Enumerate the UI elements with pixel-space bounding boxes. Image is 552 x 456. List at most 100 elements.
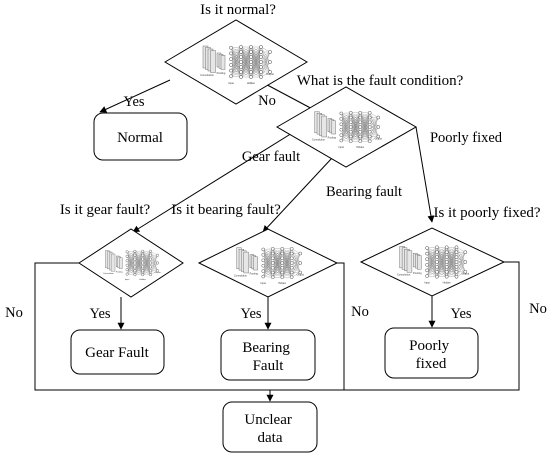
nn-connection	[260, 51, 271, 73]
nn-connection	[341, 112, 351, 119]
nn-connection	[263, 260, 273, 268]
nn-node	[239, 60, 243, 64]
nn-connection	[126, 251, 136, 266]
box-unclear-data-line-1: Unclear	[244, 412, 291, 428]
nn-connection	[142, 266, 151, 275]
label-gear-fault: Gear fault	[242, 149, 300, 165]
nn-node	[348, 139, 353, 144]
nn-node	[133, 253, 137, 257]
nn-connection	[150, 262, 158, 275]
nn-connection	[150, 255, 158, 271]
nn-connection	[446, 247, 457, 253]
nn-node	[149, 273, 152, 277]
nn-connection	[126, 256, 136, 271]
nn-connection	[230, 64, 242, 73]
nn-node	[444, 260, 449, 264]
nn-node	[259, 45, 263, 49]
nn-connection	[142, 251, 151, 256]
nn-connection	[341, 118, 351, 132]
nn-connection	[282, 248, 292, 268]
nn-connection	[282, 262, 292, 278]
nn-node	[280, 261, 285, 265]
nn-connection	[436, 266, 447, 277]
label-poorly-fixed: Poorly fixed	[430, 130, 503, 146]
nn-node	[454, 250, 459, 255]
label-no-middle: No	[351, 304, 369, 320]
nn-node	[261, 253, 266, 257]
nn-connection	[456, 252, 466, 272]
nn-node	[339, 127, 344, 132]
nn-connection	[272, 272, 283, 278]
nn-connection	[369, 117, 379, 132]
nn-connection	[272, 248, 283, 273]
nn-connection	[456, 261, 466, 277]
nn-node	[125, 268, 129, 272]
nn-node	[367, 134, 372, 139]
nn-node	[376, 134, 381, 139]
nn-connection	[134, 251, 143, 264]
nn-connection	[272, 248, 283, 268]
nn-connection	[142, 255, 151, 275]
nn-connection	[127, 260, 135, 268]
nn-node	[268, 70, 272, 74]
diamond-poorly-fixed	[359, 227, 506, 297]
nn-connection	[240, 56, 252, 78]
nn-connection	[250, 46, 262, 58]
nn-connection	[230, 56, 242, 77]
nn-node	[298, 270, 303, 275]
cnn-caption: Pooling	[116, 271, 123, 273]
nn-connection	[134, 259, 143, 275]
nn-connection	[456, 261, 466, 272]
cnn-caption: Pooling	[250, 272, 259, 275]
cnn-caption: Input	[228, 81, 234, 85]
nn-node	[249, 45, 253, 49]
nn-connection	[126, 259, 136, 275]
nn-connection	[230, 46, 242, 71]
nn-connection	[427, 247, 437, 254]
nn-connection	[446, 257, 457, 277]
nn-connection	[150, 255, 158, 267]
nn-connection	[230, 59, 242, 68]
nn-connection	[426, 247, 438, 272]
box-unclear-data-line-2: data	[258, 430, 283, 446]
nn-node	[435, 260, 439, 264]
nn-node	[358, 125, 363, 129]
nn-connection	[272, 267, 283, 278]
nn-connection	[291, 253, 301, 268]
nn-node	[249, 50, 253, 54]
nn-node	[125, 272, 129, 276]
cnn-caption: Hidden	[443, 282, 452, 285]
diamond-fault-condition	[276, 86, 418, 168]
nn-connection	[341, 124, 351, 137]
nn-connection	[263, 249, 273, 264]
nn-node	[358, 139, 363, 144]
nn-connection	[436, 247, 447, 263]
cnn-caption: Convolution	[103, 272, 114, 275]
pool-layer	[253, 256, 258, 271]
nn-connection	[263, 254, 273, 273]
nn-node	[289, 256, 294, 261]
nn-node	[261, 269, 266, 273]
nn-node	[149, 269, 152, 273]
pool-layer	[331, 120, 336, 135]
box-poorly-fixed-line-1: Poorly	[409, 338, 450, 354]
nn-connection	[250, 46, 262, 68]
nn-node	[268, 60, 272, 64]
nn-node	[348, 129, 353, 134]
nn-connection	[446, 247, 457, 258]
nn-connection	[263, 248, 273, 255]
nn-connection	[426, 261, 438, 277]
nn-node	[339, 111, 344, 116]
nn-connection	[240, 46, 252, 63]
nn-node	[270, 256, 275, 261]
label-yes-poorly: Yes	[450, 306, 471, 322]
nn-node	[435, 265, 439, 269]
nn-connection	[341, 112, 351, 136]
nn-connection	[150, 262, 158, 271]
nn-connection	[263, 249, 273, 273]
nn-connection	[436, 271, 447, 277]
nn-connection	[272, 248, 283, 264]
nn-node	[358, 134, 363, 139]
cnn-caption: Input	[339, 146, 345, 149]
